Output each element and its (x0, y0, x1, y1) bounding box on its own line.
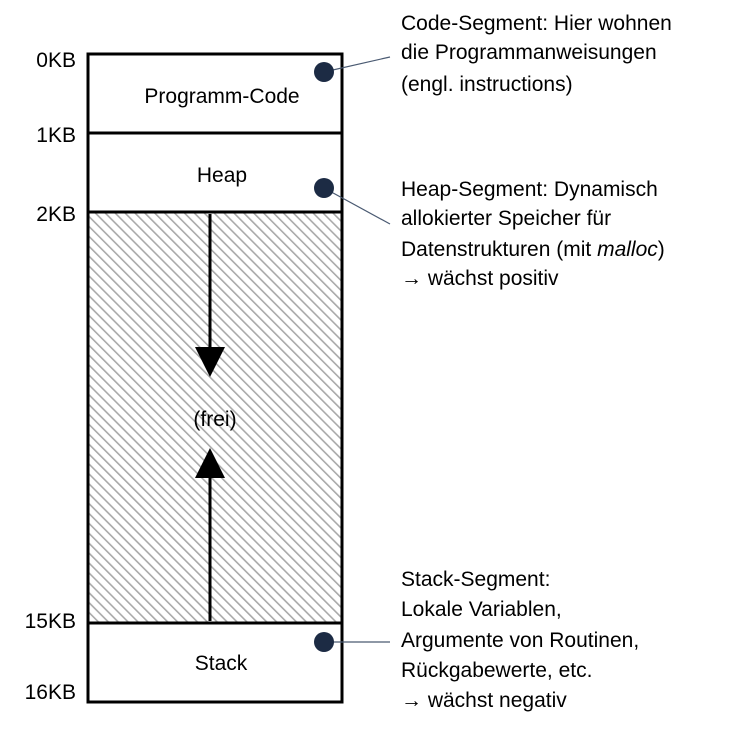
leader-line-heap (323, 187, 391, 225)
segment-label-stack: Stack (195, 652, 248, 675)
address-0kb: 0KB (36, 49, 76, 72)
heap-annotation-line-3-pre: Datenstrukturen (mit (401, 238, 597, 261)
free-region (88, 212, 342, 623)
address-15kb: 15KB (25, 610, 76, 633)
address-16kb: 16KB (25, 681, 76, 704)
stack-annotation-line-2: Lokale Variablen, (401, 598, 562, 621)
code-annotation-line-2: die Programmanweisungen (401, 41, 657, 64)
segment-label-code: Programm-Code (144, 85, 299, 108)
memory-box (86, 52, 344, 704)
stack-annotation-line-1: Stack-Segment: (401, 568, 550, 591)
stack-annotation-line-3: Argumente von Routinen, (401, 629, 639, 652)
address-1kb: 1KB (36, 124, 76, 147)
callout-dot-heap (314, 178, 334, 198)
heap-annotation-line-3: Datenstrukturen (mit malloc) (401, 238, 665, 261)
address-2kb: 2KB (36, 203, 76, 226)
malloc-keyword: malloc (597, 238, 658, 261)
heap-annotation-line-1: Heap-Segment: Dynamisch (401, 178, 658, 201)
heap-annotation-line-4: → wächst positiv (401, 267, 559, 290)
code-annotation-line-3: (engl. instructions) (401, 73, 573, 96)
heap-annotation-line-2: allokierter Speicher für (401, 207, 611, 230)
leader-line-code (323, 56, 391, 73)
heap-annotation-line-3-post: ) (658, 238, 665, 261)
segment-label-free: (frei) (193, 408, 236, 431)
callout-dot-stack (314, 632, 334, 652)
segment-label-heap: Heap (197, 164, 247, 187)
callout-dot-code (314, 62, 334, 82)
code-annotation-line-1: Code-Segment: Hier wohnen (401, 12, 672, 35)
stack-annotation-line-5: → wächst negativ (401, 689, 567, 712)
stack-annotation-line-4: Rückgabewerte, etc. (401, 659, 592, 682)
